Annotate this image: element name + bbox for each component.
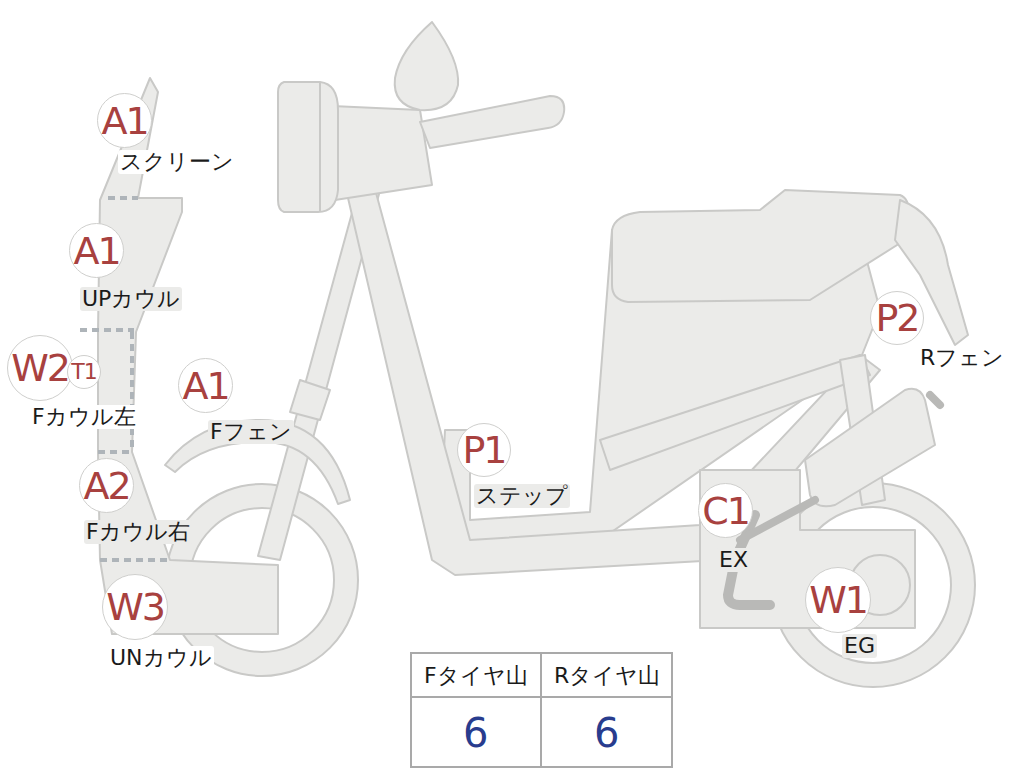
callout-circle: W1 — [805, 567, 871, 633]
callout-number: A1 — [73, 232, 119, 270]
callout-circle: A1 — [178, 358, 233, 413]
callout-circle: A1 — [97, 93, 152, 148]
table-value: 6 — [594, 713, 619, 753]
table-header: Fタイヤ山 — [424, 665, 528, 687]
part-name: Rフェン — [918, 346, 1006, 370]
part-name: UPカウル — [80, 287, 182, 311]
part-name: ステップ — [474, 484, 570, 508]
table-value: 6 — [463, 713, 488, 753]
table-header: Rタイヤ山 — [554, 665, 660, 687]
part-name: スクリーン — [118, 150, 236, 174]
callout-circle: C1 — [698, 483, 753, 538]
callout-number: W2 — [11, 349, 69, 387]
callout-number: W3 — [106, 588, 164, 626]
part-name: Fカウル左 — [30, 405, 138, 429]
callout-circle: A2 — [79, 458, 134, 513]
callout-number: P1 — [462, 431, 505, 469]
callout-circle: P1 — [457, 423, 511, 477]
callout-circle: W3 — [102, 574, 168, 640]
callout-number: C1 — [702, 492, 749, 530]
callout-number: T1 — [71, 361, 96, 383]
callout-circle: T1 — [67, 355, 101, 389]
callout-number: A1 — [182, 367, 228, 405]
part-name: EG — [842, 634, 877, 658]
callout-circle: A1 — [69, 223, 124, 278]
callout-number: P2 — [875, 299, 918, 337]
part-name: Fフェン — [208, 420, 294, 444]
callout-number: A1 — [101, 102, 147, 140]
part-name: EX — [717, 548, 750, 572]
part-name: UNカウル — [108, 646, 214, 670]
callout-number: W1 — [809, 581, 867, 619]
callout-number: A2 — [83, 467, 129, 505]
callout-circle: W2 — [7, 335, 73, 401]
part-name: Fカウル右 — [84, 520, 192, 544]
callout-circle: P2 — [870, 291, 924, 345]
